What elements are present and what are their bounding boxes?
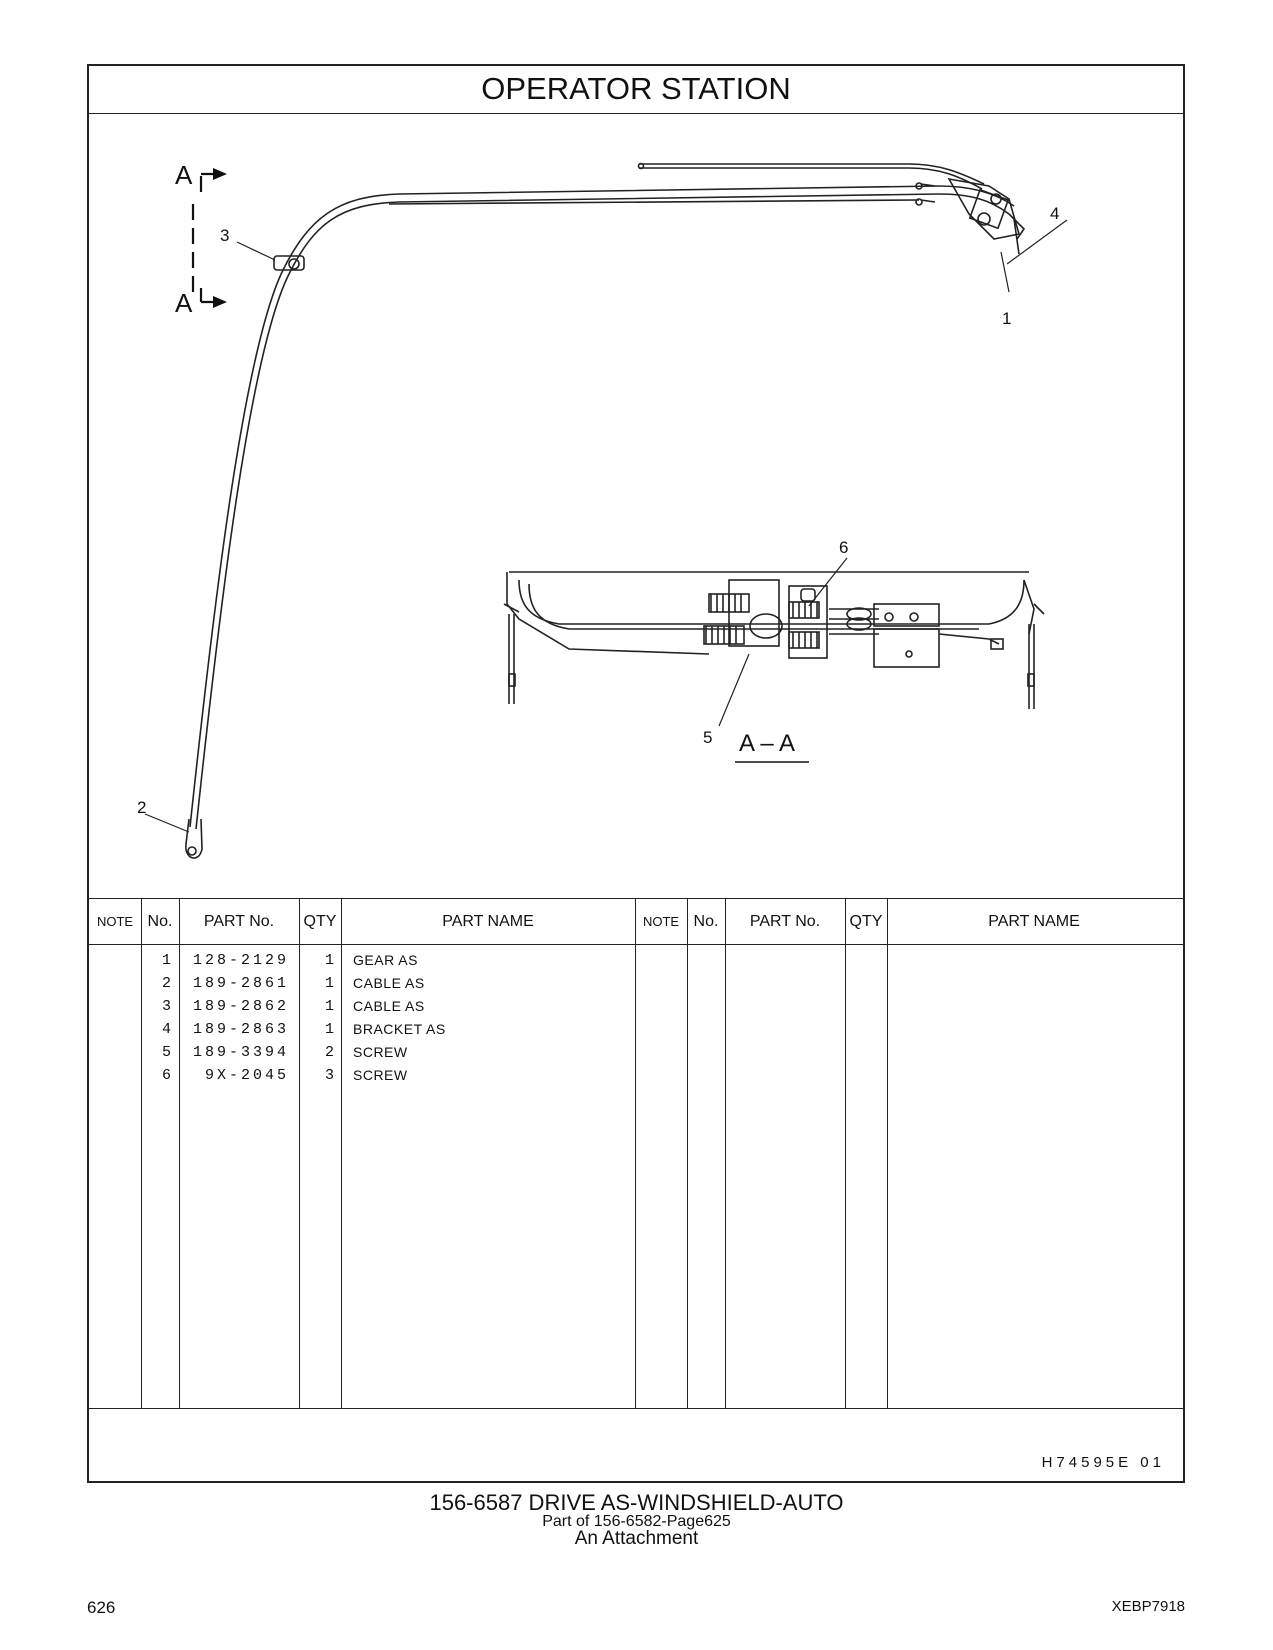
- part-number: 189-2862: [192, 998, 289, 1015]
- part-name: SCREW: [353, 1067, 408, 1083]
- table-row: 2 189-2861 1 CABLE AS: [89, 975, 1183, 998]
- table-row: 4 189-2863 1 BRACKET AS: [89, 1021, 1183, 1044]
- header-partno-right: PART No.: [749, 913, 821, 930]
- item-number: 4: [161, 1021, 171, 1038]
- parts-page-frame: OPERATOR STATION: [87, 64, 1185, 1483]
- section-marker-bottom: A: [175, 288, 193, 318]
- quantity: 1: [324, 952, 334, 969]
- part-of-reference: Part of 156-6582-Page625: [542, 1513, 731, 1530]
- col-divider: [299, 898, 300, 1408]
- callout-4: 4: [1050, 204, 1060, 223]
- assembly-title: 156-6587 DRIVE AS-WINDSHIELD-AUTO: [429, 1490, 844, 1515]
- header-note-left: NOTE: [96, 914, 134, 929]
- callout-3: 3: [220, 226, 230, 245]
- parts-table: NOTE No. PART No. QTY PART NAME NOTE No.…: [89, 898, 1183, 1408]
- item-number: 6: [161, 1067, 171, 1084]
- document-number: XEBP7918: [1111, 1598, 1185, 1615]
- header-qty-right: QTY: [849, 913, 883, 930]
- exploded-view-drawing: [144, 162, 1068, 859]
- quantity: 2: [324, 1044, 334, 1061]
- callout-1: 1: [1002, 309, 1012, 328]
- quantity: 3: [324, 1067, 334, 1084]
- item-number: 3: [161, 998, 171, 1015]
- item-number: 2: [161, 975, 171, 992]
- col-divider: [887, 898, 888, 1408]
- header-partname-right: PART NAME: [988, 913, 1080, 930]
- part-name: SCREW: [353, 1044, 408, 1060]
- item-number: 5: [161, 1044, 171, 1061]
- parts-illustration: 3 4 1 2 6 5 A A A – A: [89, 114, 1183, 899]
- illustration-ref-code: H74595E 01: [1041, 1454, 1165, 1471]
- col-divider: [687, 898, 688, 1408]
- section-view-label: A – A: [739, 730, 796, 757]
- header-no-right: No.: [693, 913, 719, 930]
- section-marker-top: A: [175, 160, 193, 190]
- attachment-note: An Attachment: [574, 1528, 699, 1549]
- quantity: 1: [324, 975, 334, 992]
- part-name: BRACKET AS: [353, 1021, 446, 1037]
- table-row: 1 128-2129 1 GEAR AS: [89, 952, 1183, 975]
- col-divider: [635, 898, 636, 1408]
- page-title: OPERATOR STATION: [89, 66, 1183, 114]
- col-divider: [341, 898, 342, 1408]
- col-divider: [179, 898, 180, 1408]
- illustration-reference-area: H74595E 01: [89, 1408, 1183, 1483]
- header-no-left: No.: [147, 913, 173, 930]
- header-partno-left: PART No.: [203, 913, 275, 930]
- header-note-right: NOTE: [642, 914, 680, 929]
- callout-5: 5: [703, 728, 713, 747]
- part-number: 189-2863: [192, 1021, 289, 1038]
- part-number: 9X-2045: [204, 1067, 289, 1084]
- part-name: CABLE AS: [353, 998, 425, 1014]
- header-partname-left: PART NAME: [442, 913, 534, 930]
- item-number: 1: [161, 952, 171, 969]
- col-divider: [845, 898, 846, 1408]
- parts-table-header: NOTE No. PART No. QTY PART NAME NOTE No.…: [89, 898, 1183, 945]
- part-number: 189-2861: [192, 975, 289, 992]
- callout-6: 6: [839, 538, 849, 557]
- part-name: GEAR AS: [353, 952, 418, 968]
- part-name: CABLE AS: [353, 975, 425, 991]
- part-number: 128-2129: [192, 952, 289, 969]
- quantity: 1: [324, 1021, 334, 1038]
- page-number: 626: [87, 1598, 116, 1617]
- quantity: 1: [324, 998, 334, 1015]
- callout-2: 2: [137, 798, 147, 817]
- table-row: 5 189-3394 2 SCREW: [89, 1044, 1183, 1067]
- part-number: 189-3394: [192, 1044, 289, 1061]
- header-qty-left: QTY: [303, 913, 337, 930]
- col-divider: [725, 898, 726, 1408]
- table-row: 6 9X-2045 3 SCREW: [89, 1067, 1183, 1090]
- table-row: 3 189-2862 1 CABLE AS: [89, 998, 1183, 1021]
- col-divider: [141, 898, 142, 1408]
